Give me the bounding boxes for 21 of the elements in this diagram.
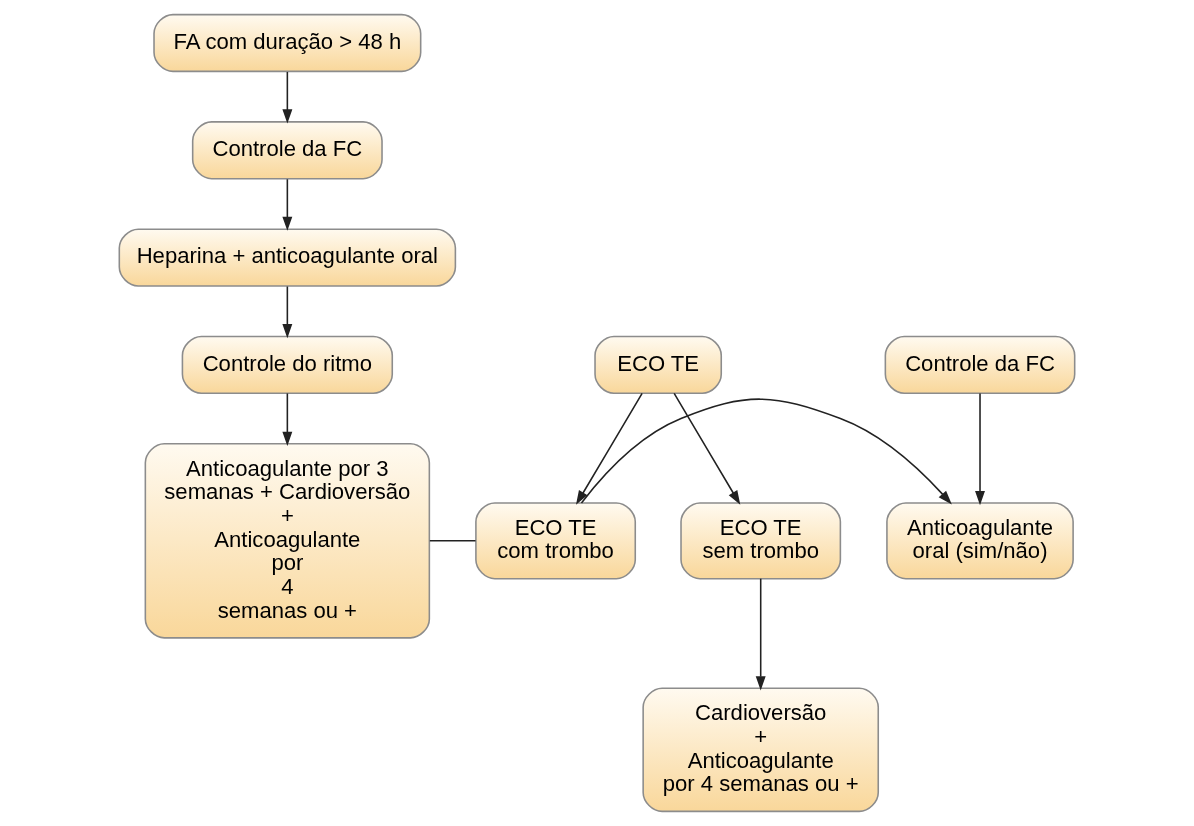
node-box: ECO TE [594, 335, 723, 395]
node-box: ECO TE com trombo [475, 502, 637, 580]
arrow [755, 577, 766, 691]
arrow [975, 392, 985, 506]
node-box: Anticoagulante oral (sim/não) [886, 502, 1074, 580]
arrow [282, 285, 293, 339]
arrow [580, 398, 952, 505]
arrow [282, 71, 293, 124]
node-box: Controle do ritmo [181, 335, 394, 395]
node-box: Controle da FC [191, 121, 383, 180]
arrow [282, 392, 293, 446]
node-box: Controle da FC [884, 335, 1076, 395]
node-box: Anticoagulante por 3 semanas + Cardioversão + Anticoagulante por 4 semanas ou + [144, 442, 431, 639]
connector [429, 540, 477, 542]
node-box: Heparina + anticoagulante oral [118, 228, 457, 287]
arrow [282, 178, 293, 231]
arrow [576, 392, 643, 505]
node-box: FA com duração > 48 h [153, 13, 422, 73]
node-box: ECO TE sem trombo [680, 502, 842, 580]
node-box: Cardioversão + Anticoagulante por 4 semanas ou + [642, 687, 880, 813]
arrow [673, 392, 741, 505]
